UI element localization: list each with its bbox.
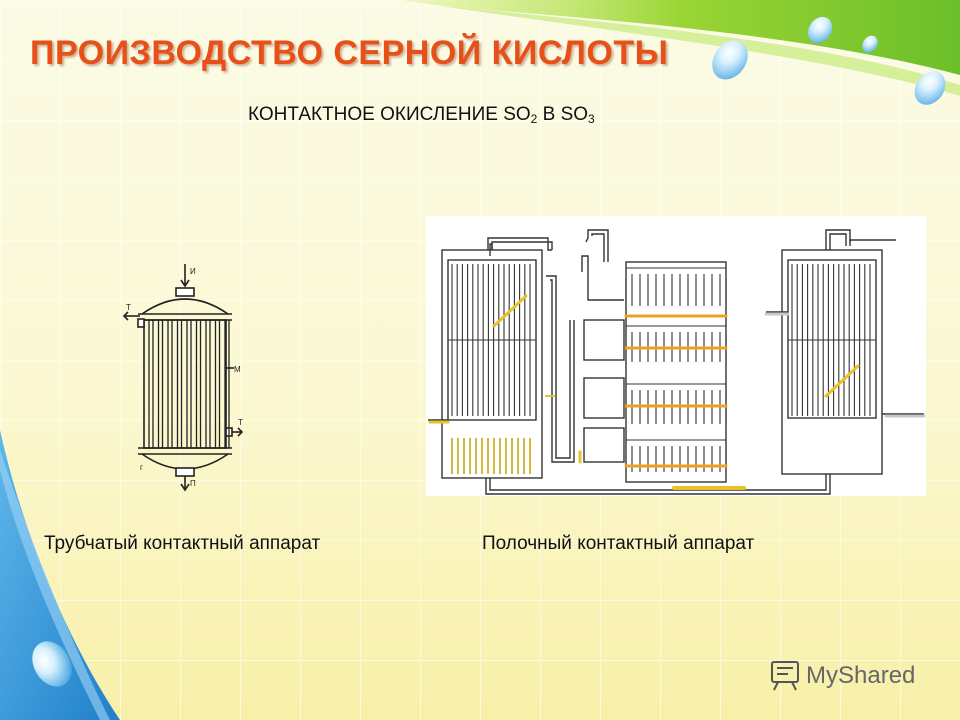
subscript-3: 3	[588, 112, 595, 126]
tube-label: М	[234, 365, 241, 374]
decorative-swoosh-top	[400, 0, 960, 105]
tubular-apparatus-diagram: И Т М Т г П	[122, 264, 244, 492]
subtitle-text: В SO	[537, 104, 589, 125]
water-drop-icon	[32, 641, 72, 687]
logo-text: MyShared	[806, 662, 915, 689]
tube-label: Т	[238, 418, 243, 427]
tube-label: Т	[126, 303, 131, 312]
subscript-2: 2	[530, 112, 538, 126]
water-drop-icon	[914, 71, 946, 105]
tube-label: П	[190, 479, 196, 488]
right-caption: Полочный контактный аппарат	[482, 533, 755, 554]
water-drop-icon	[807, 16, 833, 44]
decorative-swoosh-left	[0, 430, 120, 720]
slide-title: ПРОИЗВОДСТВО СЕРНОЙ КИСЛОТЫ	[30, 34, 669, 72]
tube-label: г	[140, 463, 143, 472]
myshared-logo: MyShared	[771, 661, 915, 691]
tube-label: И	[190, 267, 196, 276]
presentation-board-icon	[771, 661, 799, 691]
water-drop-icon	[712, 40, 748, 80]
slide-subtitle: КОНТАКТНОЕ ОКИСЛЕНИЕ SO2 В SO3	[248, 104, 595, 126]
left-caption: Трубчатый контактный аппарат	[44, 533, 321, 554]
subtitle-text: КОНТАКТНОЕ ОКИСЛЕНИЕ SO	[248, 104, 531, 125]
water-drop-icon	[862, 35, 878, 53]
shelf-apparatus-diagram	[426, 216, 926, 496]
